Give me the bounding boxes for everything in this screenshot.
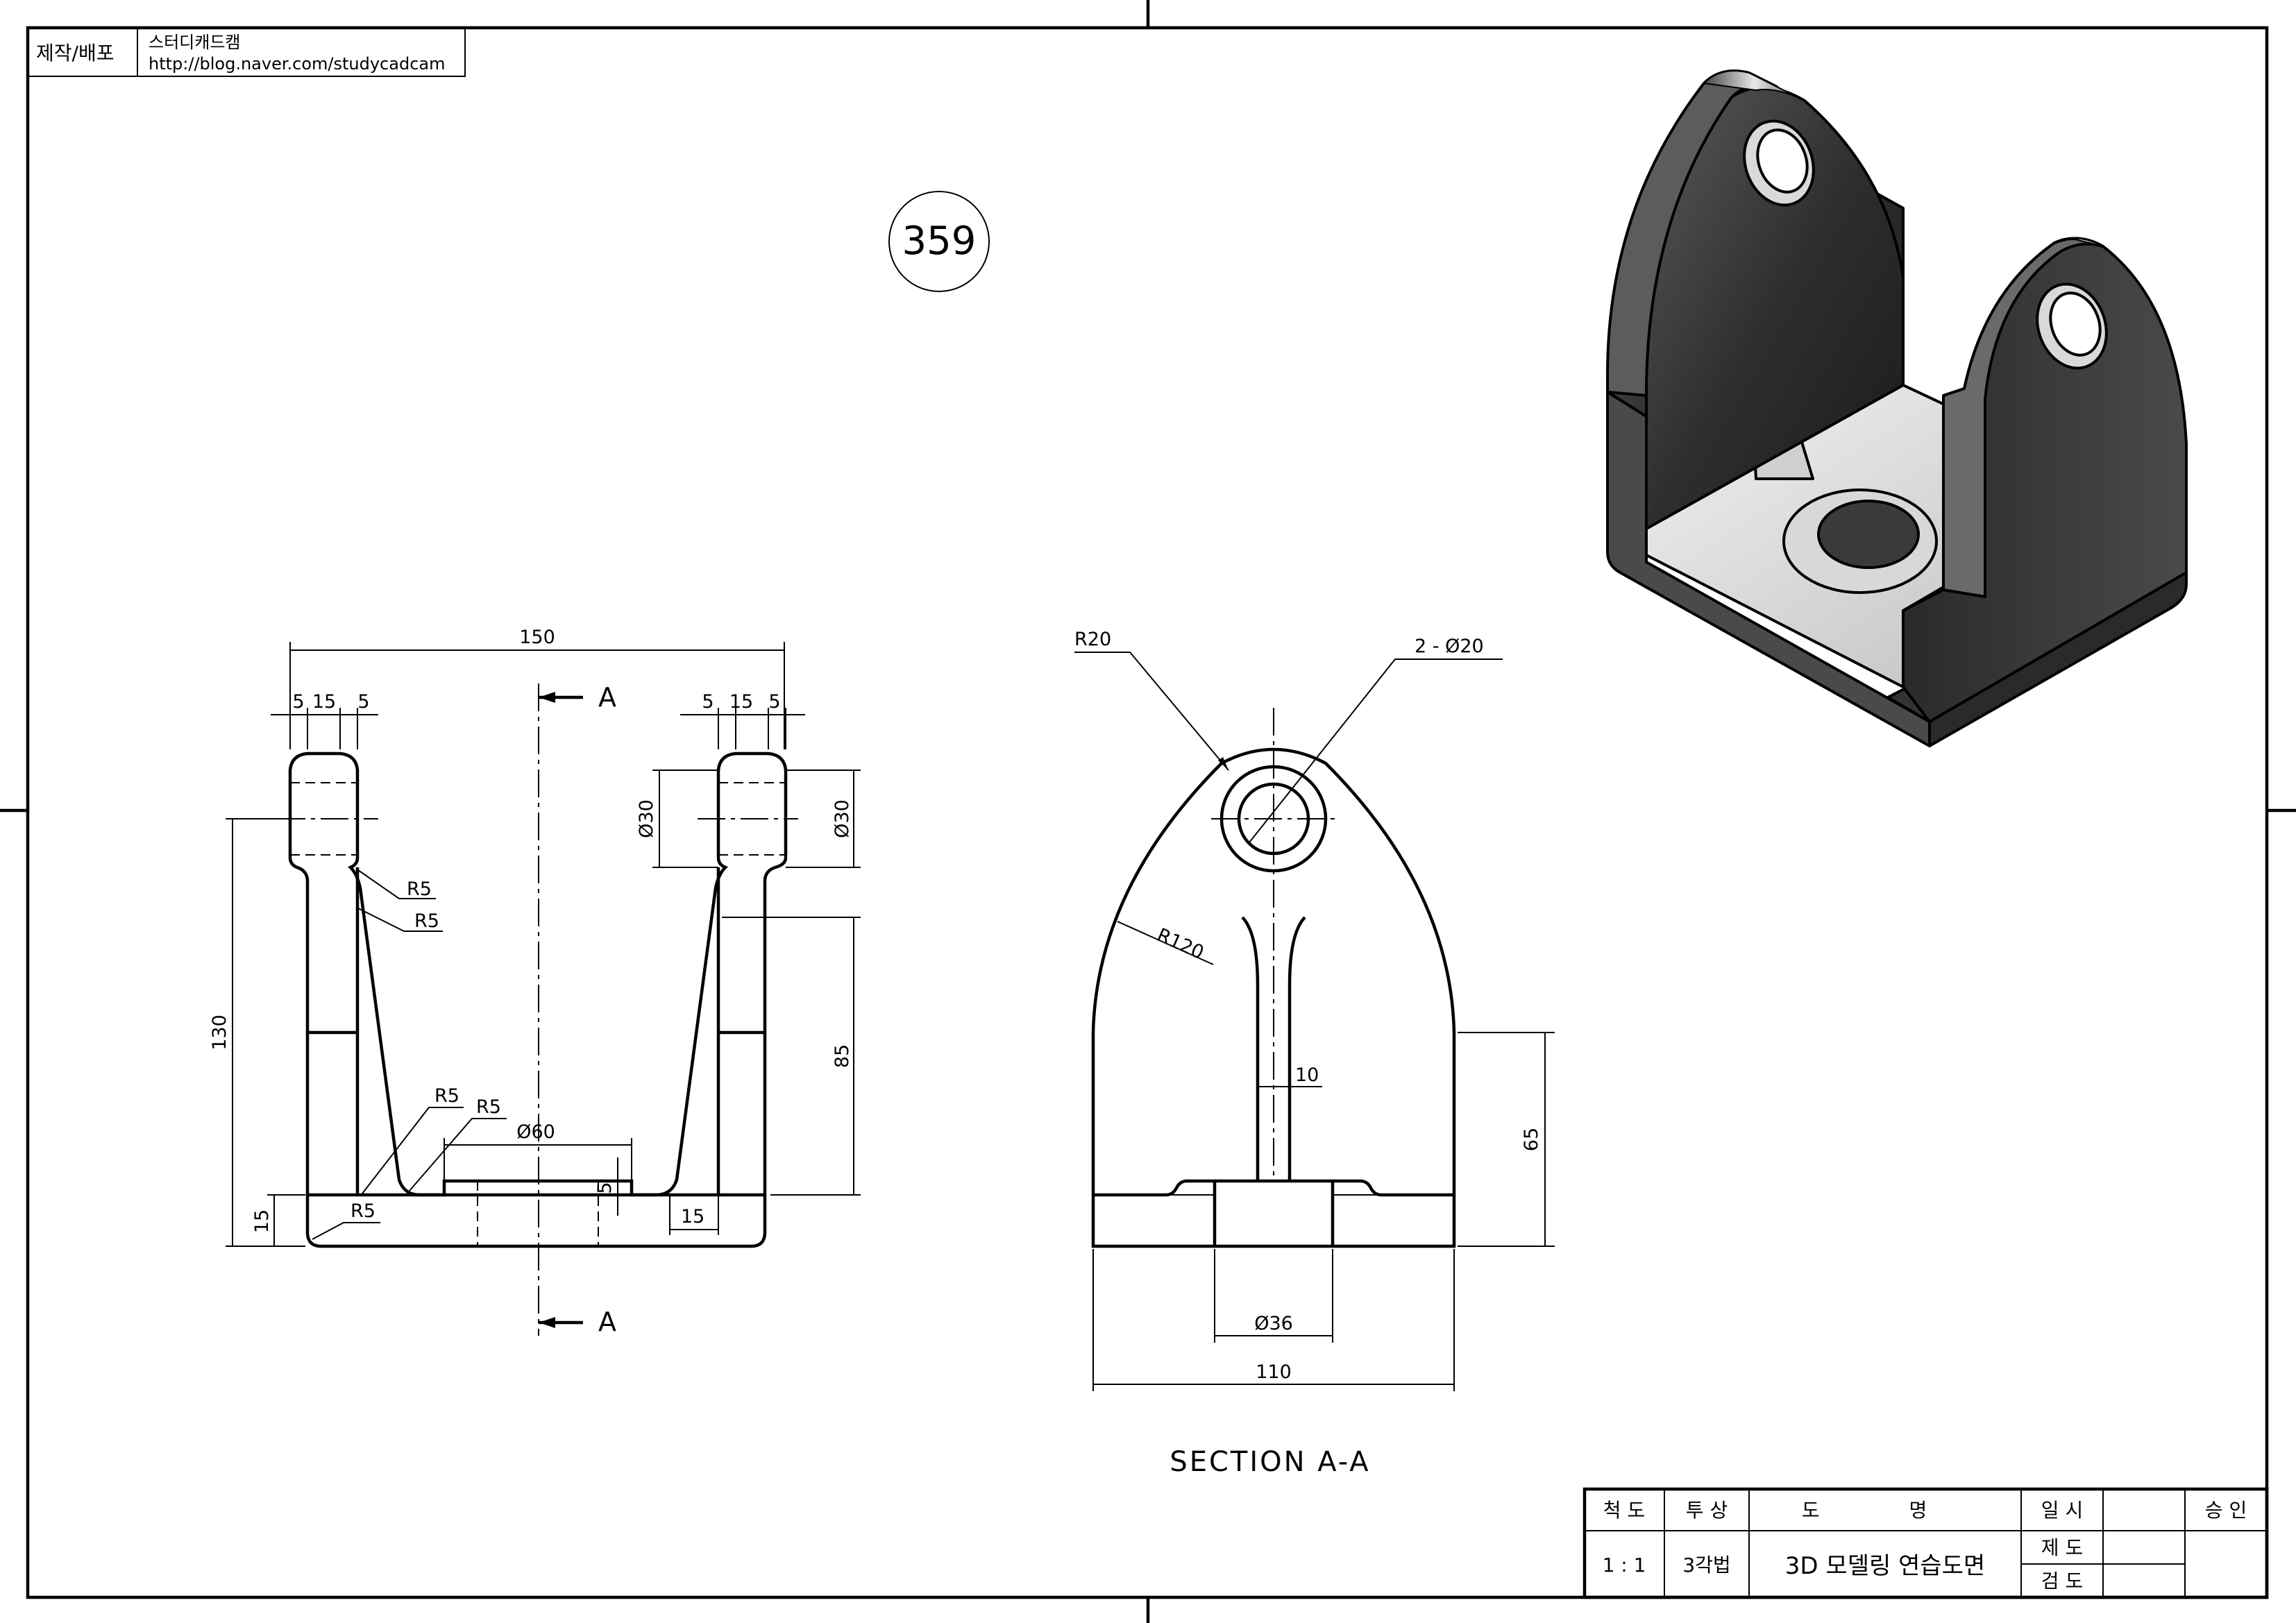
dim-arc-radius: R120 (1154, 924, 1207, 964)
dim-boss-offset: 15 (681, 1206, 704, 1227)
dim-holes: 2 - Ø20 (1415, 636, 1484, 657)
dim-overall-width: 150 (519, 627, 555, 648)
dim-right-top: 5 15 5 (680, 691, 805, 749)
dim-left-top-a: 5 (292, 691, 304, 713)
dim-left-top-b: 15 (312, 691, 336, 713)
section-marker-top: A (598, 682, 616, 713)
tb-checked-label: 검 도 (2041, 1570, 2083, 1592)
dim-hole-right: Ø30 (832, 799, 853, 838)
dim-base-thickness: 15 (251, 1209, 273, 1233)
dim-hole-left: Ø30 (636, 799, 657, 838)
fillet-label-5: R5 (351, 1200, 375, 1222)
fillet-label-3: R5 (434, 1085, 459, 1107)
section-view: R20 2 - Ø20 R120 10 65 Ø36 110 SECTION A… (1074, 629, 1555, 1478)
site-url: http://blog.naver.com/studycadcam (149, 54, 445, 74)
dim-right-top-c: 5 (768, 691, 780, 713)
publisher-label: 제작/배포 (36, 42, 114, 65)
tb-approve-label: 승 인 (2205, 1499, 2247, 1522)
section-marker-bottom: A (598, 1307, 616, 1337)
tb-drawn-label: 제 도 (2041, 1536, 2083, 1559)
fillet-label-2: R5 (414, 910, 439, 932)
front-view: A A 150 5 15 5 5 15 5 (209, 627, 861, 1337)
dim-section-height: 65 (1521, 1128, 1542, 1151)
dim-left-top-c: 5 (357, 691, 369, 713)
drawing-number-balloon: 359 (888, 191, 990, 292)
tb-scale-value: 1 : 1 (1603, 1554, 1646, 1577)
publisher-box: 제작/배포 스터디캐드캠 http://blog.naver.com/study… (27, 27, 466, 77)
site-name: 스터디캐드캠 (149, 33, 240, 52)
tb-projection-value: 3각법 (1682, 1554, 1730, 1577)
tb-date-label: 일 시 (2041, 1499, 2083, 1522)
fillet-label-4: R5 (476, 1096, 501, 1118)
tb-projection-label: 투 상 (1686, 1499, 1728, 1522)
tb-name-label: 도 명 (1802, 1499, 1968, 1522)
dim-boss-height: 5 (594, 1182, 616, 1193)
tb-name-value: 3D 모델링 연습도면 (1785, 1552, 1985, 1580)
isometric-model (1606, 69, 2188, 747)
dim-bore: Ø36 (1254, 1313, 1293, 1334)
dim-rib-width: 10 (1295, 1064, 1319, 1086)
title-block: 척 도 투 상 도 명 일 시 승 인 1 : 1 3각법 3D 모델링 연습도… (1582, 1487, 2269, 1599)
dim-section-width: 110 (1256, 1361, 1292, 1383)
dim-left-top: 5 15 5 (271, 691, 378, 749)
drawing-number: 359 (902, 219, 977, 264)
dim-boss-dia: Ø60 (516, 1121, 555, 1143)
section-title: SECTION A-A (1170, 1446, 1370, 1478)
dim-height-total: 130 (209, 1014, 230, 1051)
dim-right-top-a: 5 (702, 691, 714, 713)
dim-upright-height: 85 (832, 1044, 853, 1068)
dim-top-radius: R20 (1074, 629, 1111, 650)
fillet-label-1: R5 (407, 878, 432, 900)
dim-right-top-b: 15 (729, 691, 753, 713)
tb-scale-label: 척 도 (1603, 1499, 1645, 1522)
